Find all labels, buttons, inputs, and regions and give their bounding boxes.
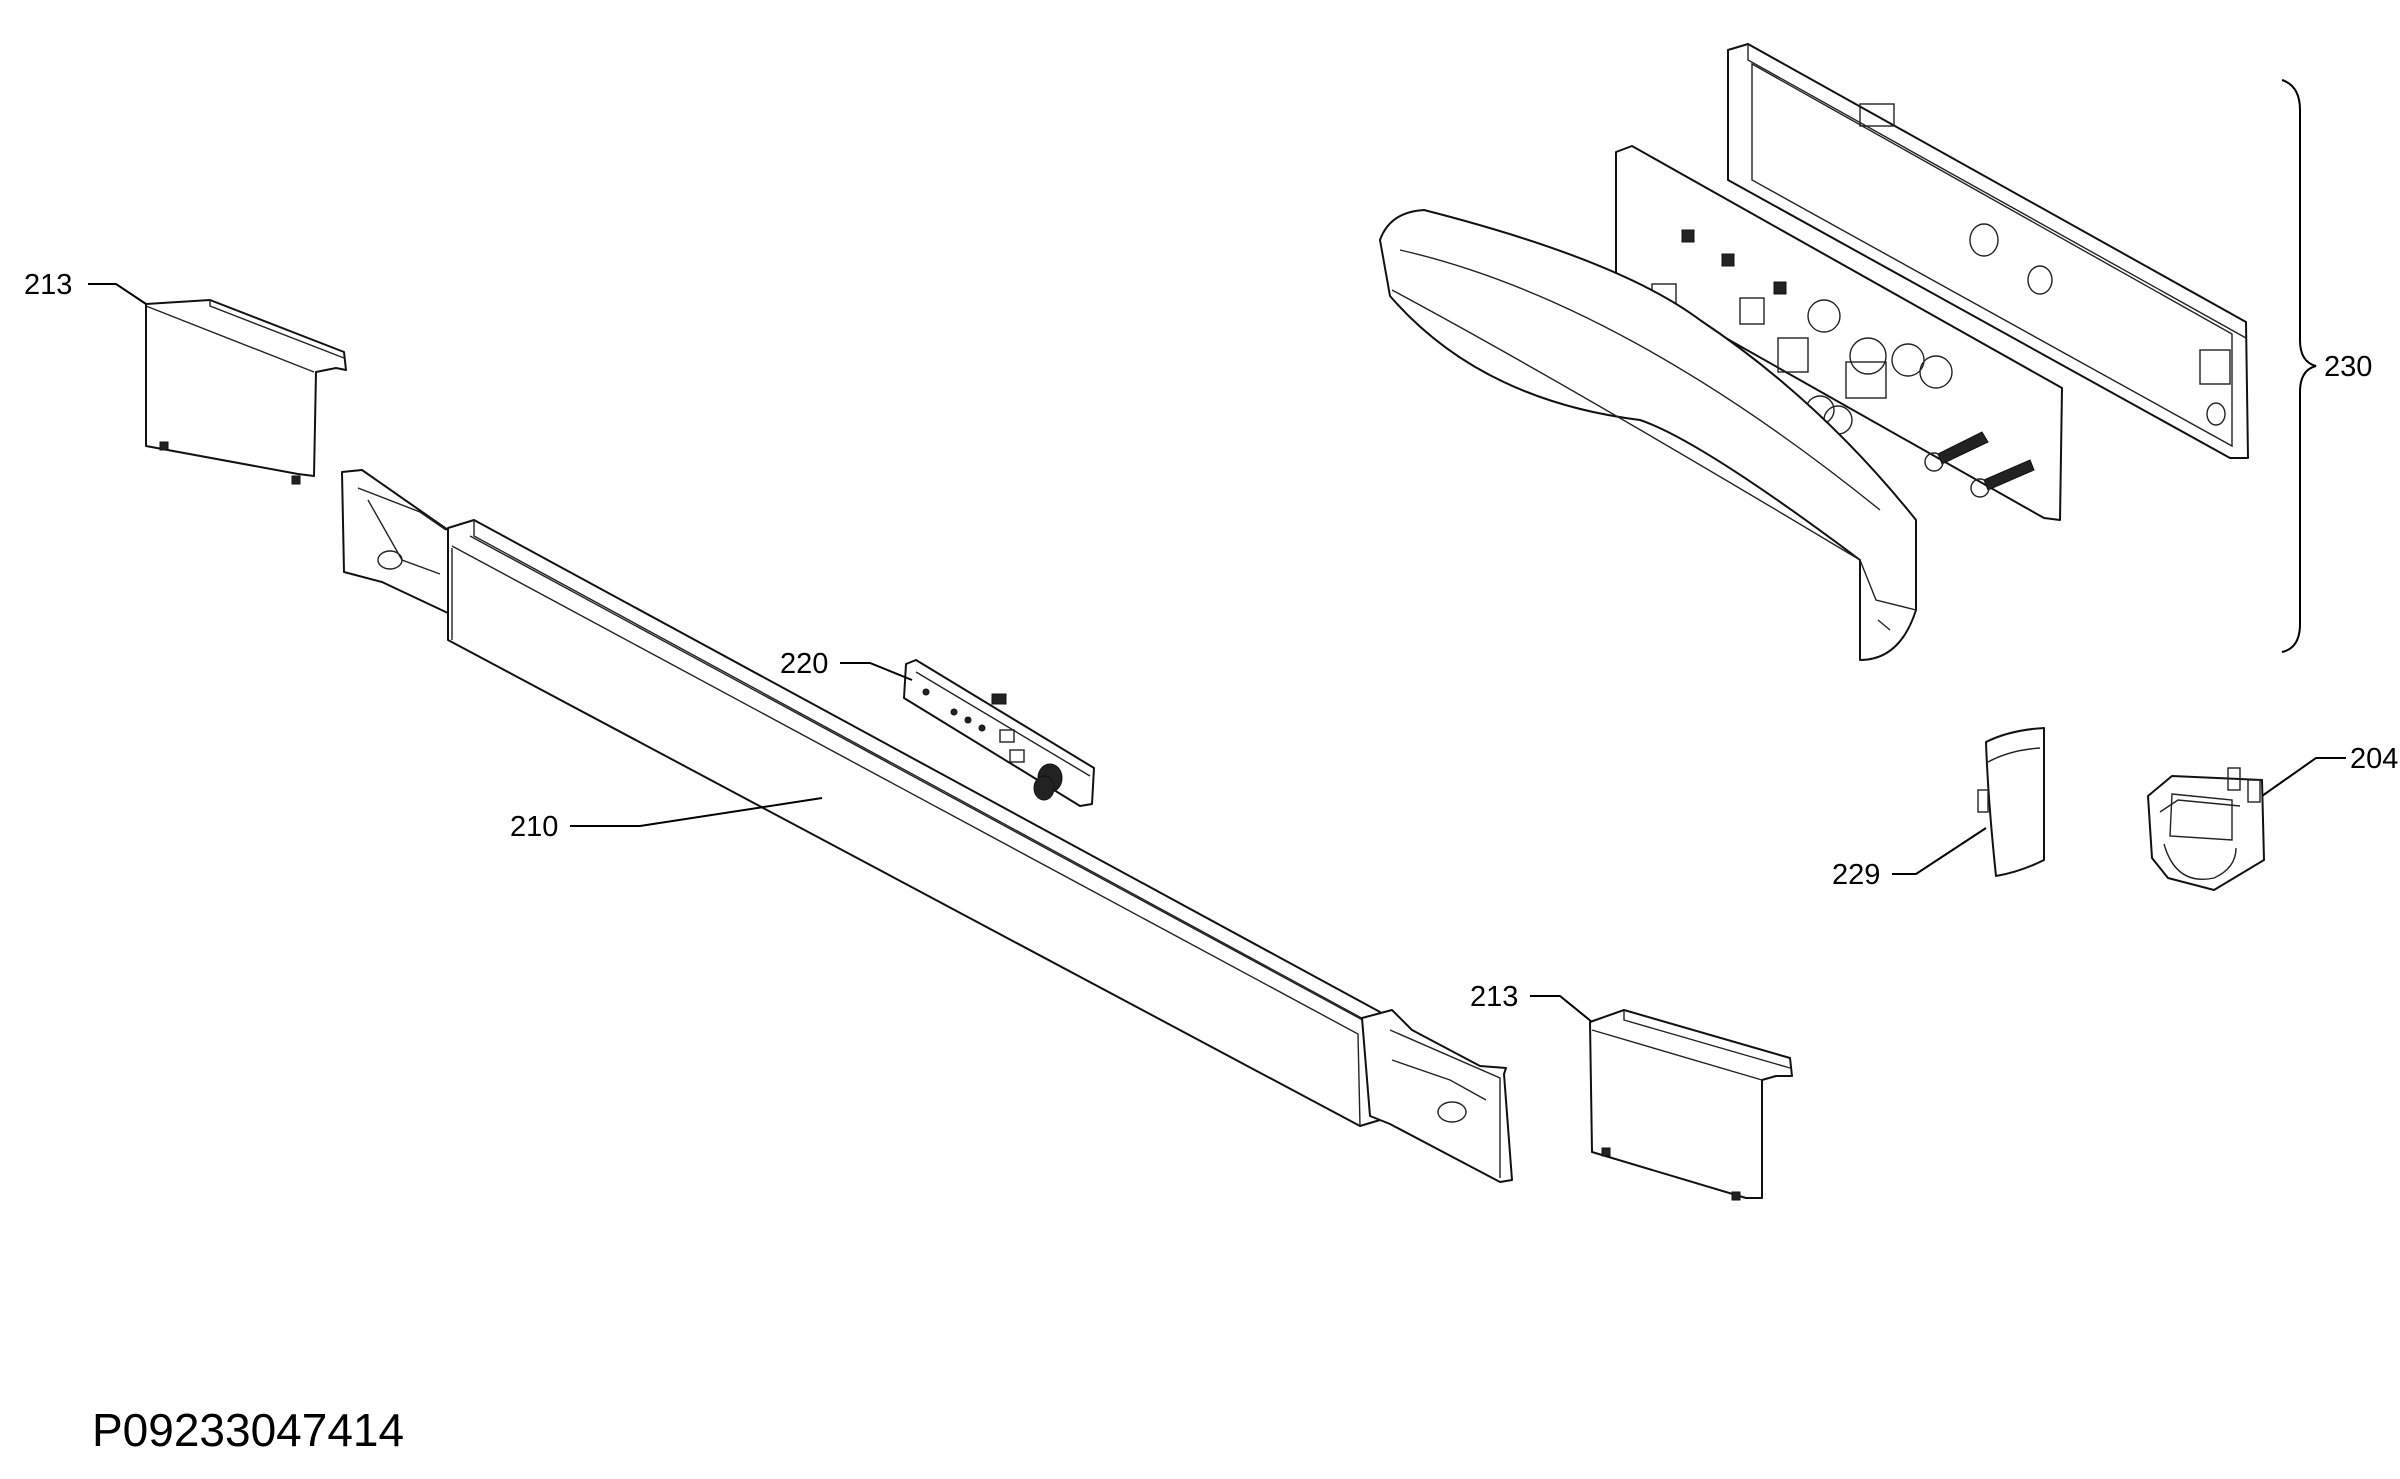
- leader-210: [570, 797, 823, 827]
- leader-213-top: [88, 283, 147, 305]
- control-module-assembly-230: [1379, 43, 2317, 661]
- label-230: 230: [2324, 351, 2372, 383]
- label-213-top: 213: [24, 269, 72, 301]
- circuit-board-220: [903, 659, 1095, 807]
- label-229: 229: [1832, 859, 1880, 891]
- label-210: 210: [510, 811, 558, 843]
- label-220: 220: [780, 648, 828, 680]
- label-204: 204: [2350, 743, 2398, 775]
- leader-229: [1892, 827, 1987, 875]
- label-213-bottom: 213: [1470, 981, 1518, 1013]
- leader-213-bottom: [1530, 995, 1593, 1023]
- leader-lines: [88, 283, 2346, 1023]
- switch-204: [2147, 767, 2265, 891]
- end-cap-213-right: [1589, 1009, 1793, 1201]
- leader-220: [840, 662, 913, 681]
- clip-229: [1977, 727, 2045, 877]
- callout-labels: 213 220 210 213 230 229 204: [24, 269, 2398, 1013]
- reference-code: P09233047414: [92, 1404, 404, 1456]
- control-panel-bar-210: [341, 469, 1513, 1183]
- leader-204: [2261, 757, 2346, 797]
- end-cap-213-left: [145, 299, 347, 485]
